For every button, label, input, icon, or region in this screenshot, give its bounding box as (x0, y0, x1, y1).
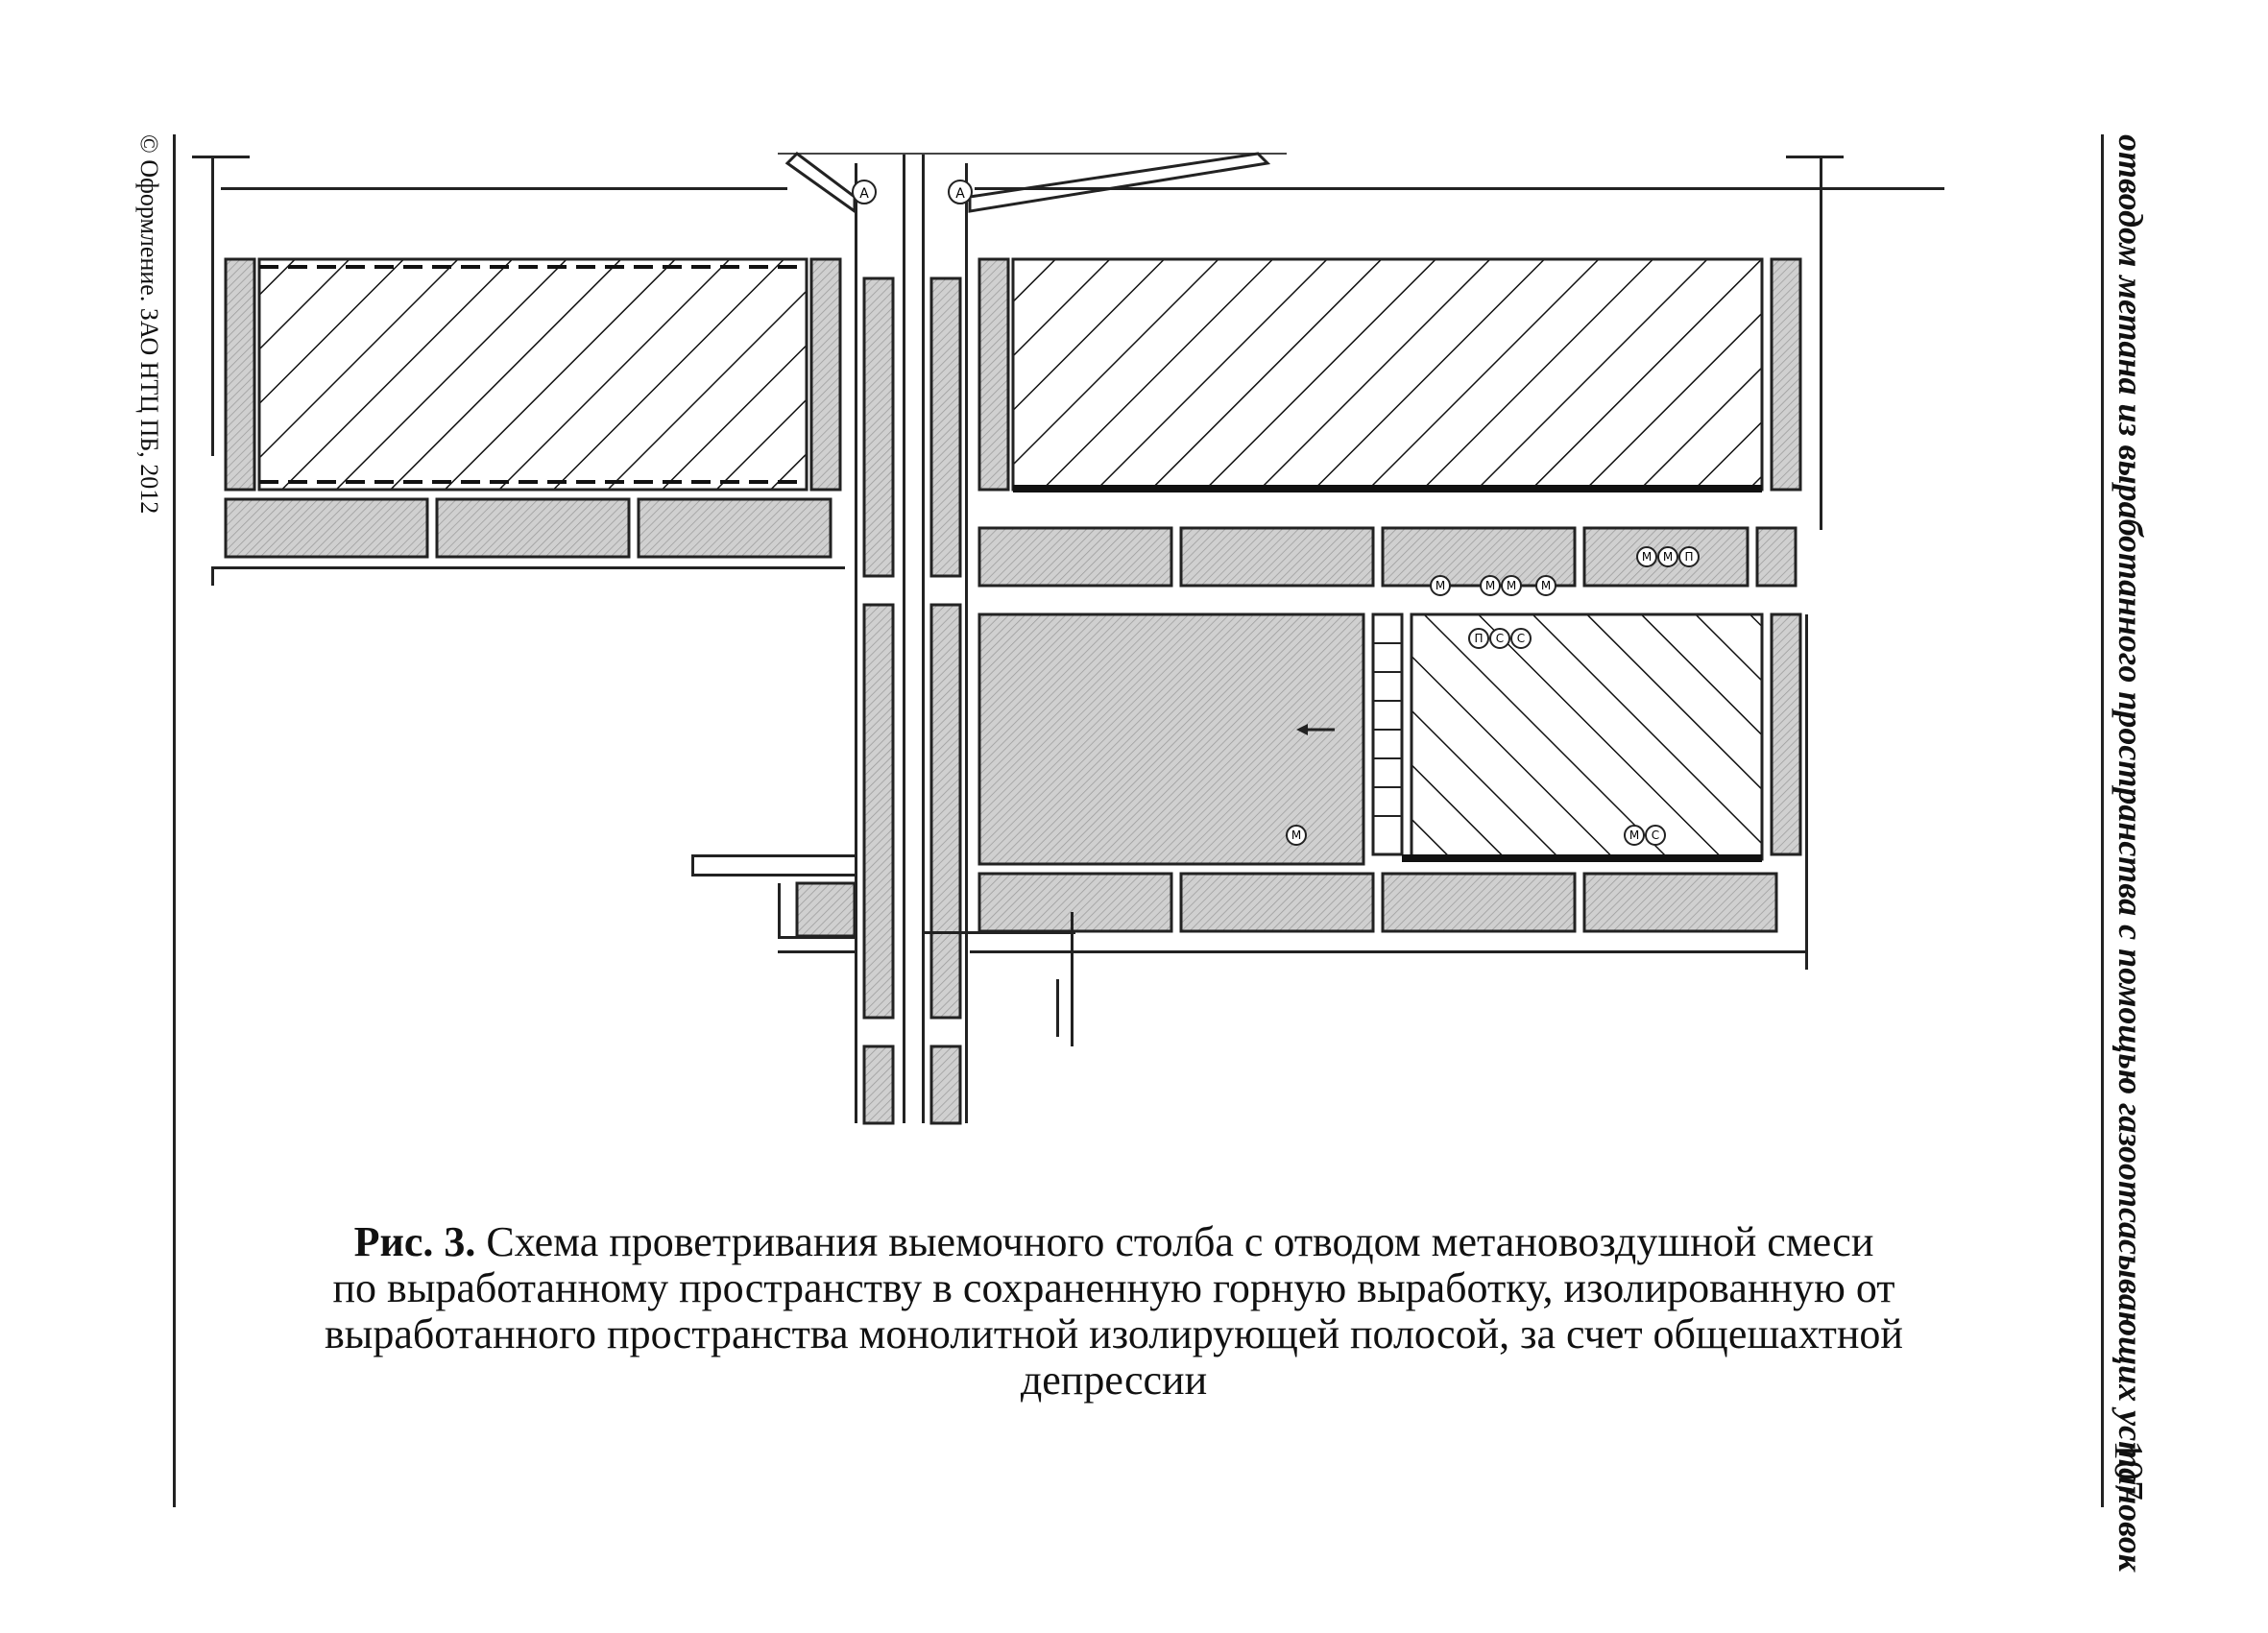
upper-left-panel (192, 156, 845, 586)
sensor-single: M (1291, 829, 1301, 842)
fan-label-left: A (859, 186, 869, 202)
sensor-2d: M (1541, 579, 1551, 592)
right-margin-rule (2101, 134, 2104, 1507)
caption-line-1-text: Схема проветривания выемочного столба с … (475, 1218, 1874, 1265)
sensor-4a: M (1629, 829, 1639, 842)
left-margin-rule (173, 134, 176, 1507)
sensor-1b: M (1663, 550, 1673, 564)
page-number: 107 (2106, 1440, 2150, 1501)
caption-line-2: по выработанному пространству в сохранен… (332, 1264, 1895, 1311)
sensor-3a: П (1474, 632, 1483, 645)
central-shaft: A A (778, 152, 1287, 1125)
sensor-2b: M (1485, 579, 1495, 592)
caption-line-3: выработанного пространства монолитной из… (325, 1310, 1903, 1357)
running-header: отводом метана из выработанного простран… (2111, 134, 2150, 1572)
sensor-4b: С (1652, 829, 1659, 842)
sensor-2a: M (1436, 579, 1445, 592)
sensor-3c: С (1517, 632, 1525, 645)
sensor-1a: M (1642, 550, 1652, 564)
figure-caption: Рис. 3. Схема проветривания выемочного с… (250, 1219, 1978, 1404)
figure-label: Рис. 3. (353, 1218, 476, 1265)
caption-line-1: Рис. 3. Схема проветривания выемочного с… (250, 1219, 1978, 1265)
upper-right-panel (975, 156, 1944, 588)
caption-line-4: депрессии (1020, 1357, 1208, 1404)
fan-label-right: A (955, 186, 965, 202)
ventilation-scheme-diagram: A A (192, 152, 1944, 1125)
sensor-markers: M M П M M M M П С С M M С (1286, 546, 1700, 846)
lower-right-panel (970, 612, 1808, 970)
lower-left-branch (691, 854, 1075, 1046)
sensor-1c: П (1684, 550, 1693, 564)
copyright-note: © Оформление. ЗАО НТЦ ПБ, 2012 (135, 134, 163, 515)
sensor-2c: M (1507, 579, 1516, 592)
sensor-3b: С (1496, 632, 1504, 645)
